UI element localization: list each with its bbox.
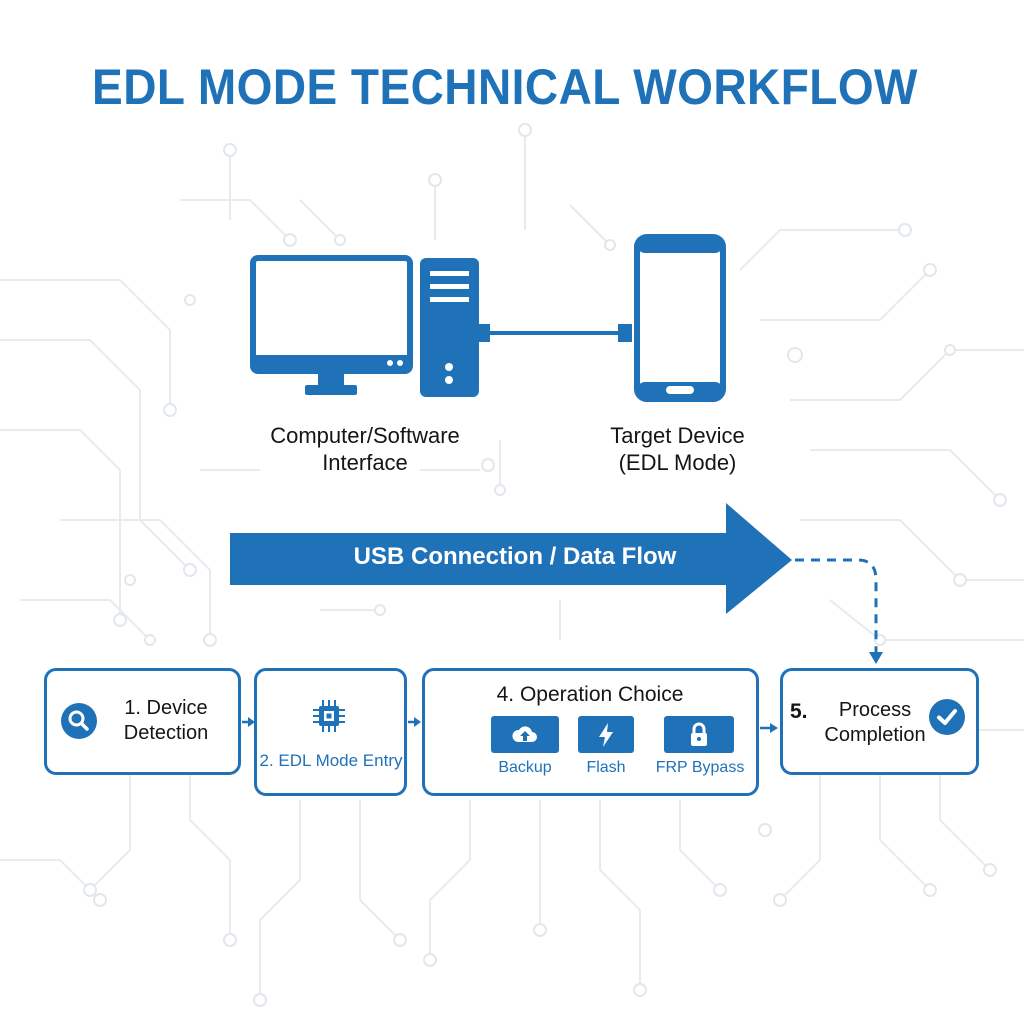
operation-choice-label: 4. Operation Choice — [496, 683, 684, 706]
frp-bypass-button[interactable] — [664, 716, 734, 753]
completion-line2: Completion — [824, 724, 926, 746]
smartphone-icon — [634, 234, 726, 402]
computer-caption-line1: Computer/Software — [270, 423, 460, 448]
data-flow-arrow — [230, 503, 883, 664]
cloud-upload-icon — [512, 726, 537, 742]
usb-connection-label: USB Connection / Data Flow — [353, 543, 677, 570]
completion-line1: Process — [838, 699, 912, 721]
step-connectors — [242, 717, 778, 733]
lock-icon — [691, 722, 707, 746]
backup-label: Backup — [498, 759, 552, 776]
page-title: EDL MODE TECHNICAL WORKFLOW — [92, 59, 918, 115]
checkmark-icon — [929, 699, 965, 735]
completion-label: Process Completion — [816, 698, 934, 748]
completion-number: 5. — [790, 700, 808, 723]
detection-line2: Detection — [123, 722, 209, 744]
chip-icon — [313, 700, 345, 732]
flash-label: Flash — [586, 759, 626, 776]
backup-button[interactable] — [491, 716, 559, 753]
detection-line1: 1. Device — [124, 697, 208, 719]
frp-bypass-label: FRP Bypass — [655, 759, 745, 776]
detection-label: 1. Device Detection — [116, 696, 216, 746]
target-caption: Target Device (EDL Mode) — [585, 422, 770, 476]
lightning-icon — [599, 723, 613, 747]
computer-caption: Computer/Software Interface — [230, 422, 500, 476]
search-icon — [61, 703, 97, 739]
step-edl-mode-entry — [254, 668, 407, 796]
edl-entry-label: 2. EDL Mode Entry — [259, 751, 403, 770]
desktop-computer-icon — [250, 255, 479, 397]
target-caption-line2: (EDL Mode) — [618, 450, 737, 475]
target-caption-line1: Target Device — [610, 423, 745, 448]
usb-cable — [478, 324, 632, 342]
computer-caption-line2: Interface — [322, 450, 408, 475]
flash-button[interactable] — [578, 716, 634, 753]
